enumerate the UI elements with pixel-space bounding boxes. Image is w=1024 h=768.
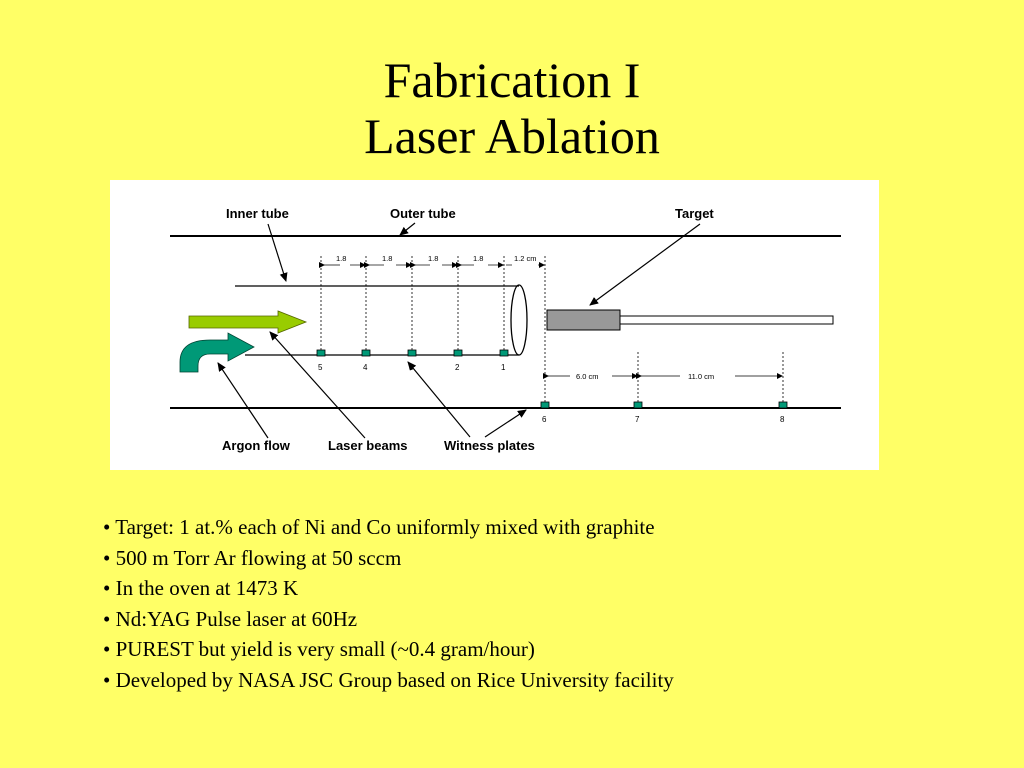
label-outer-tube: Outer tube [390,206,456,221]
label-witness-plates: Witness plates [444,438,535,453]
spacing-5: 1.2 cm [514,254,537,263]
plate-number-6: 6 [542,415,547,424]
spacing-3: 1.8 [428,254,438,263]
label-argon-flow: Argon flow [222,438,291,453]
bullet-list: • Target: 1 at.% each of Ni and Co unifo… [103,512,674,695]
label-target: Target [675,206,714,221]
bullet-item: • PUREST but yield is very small (~0.4 g… [103,637,535,661]
title-line-1: Fabrication I [383,52,641,108]
plate-number-5: 5 [318,363,323,372]
bullet-item: • Target: 1 at.% each of Ni and Co unifo… [103,515,655,539]
leader-arrows [217,222,701,439]
slide-title: Fabrication I Laser Ablation [0,52,1024,164]
witness-plate-markers [316,349,788,409]
spacing-2: 1.8 [382,254,392,263]
lower-spacing-1: 6.0 cm [576,372,599,381]
plate-number-7: 7 [635,415,640,424]
argon-flow-arrow [179,332,255,373]
laser-ablation-diagram: 1.8 1.8 1.8 1.8 1.2 cm 6.0 cm 11.0 cm 5 … [110,180,879,470]
bullet-item: • 500 m Torr Ar flowing at 50 sccm [103,545,402,570]
inner-tube-end [510,284,528,356]
spacing-4: 1.8 [473,254,483,263]
lower-spacing-2: 11.0 cm [688,372,714,381]
plate-number-8: 8 [780,415,785,424]
target-rod [619,315,834,325]
bullet-item: • Nd:YAG Pulse laser at 60Hz [103,606,358,631]
title-line-2: Laser Ablation [364,108,660,164]
target-block [546,309,621,331]
plate-number-4: 4 [363,363,368,372]
spacing-1: 1.8 [336,254,346,263]
bullet-item: • In the oven at 1473 K [103,576,299,600]
laser-beam-arrow [188,310,308,334]
label-laser-beams: Laser beams [328,438,408,453]
plate-number-2: 2 [455,363,460,372]
plate-number-1: 1 [501,363,506,372]
dimension-arrows [319,262,783,379]
bullet-item: • Developed by NASA JSC Group based on R… [103,667,674,692]
label-inner-tube: Inner tube [226,206,289,221]
